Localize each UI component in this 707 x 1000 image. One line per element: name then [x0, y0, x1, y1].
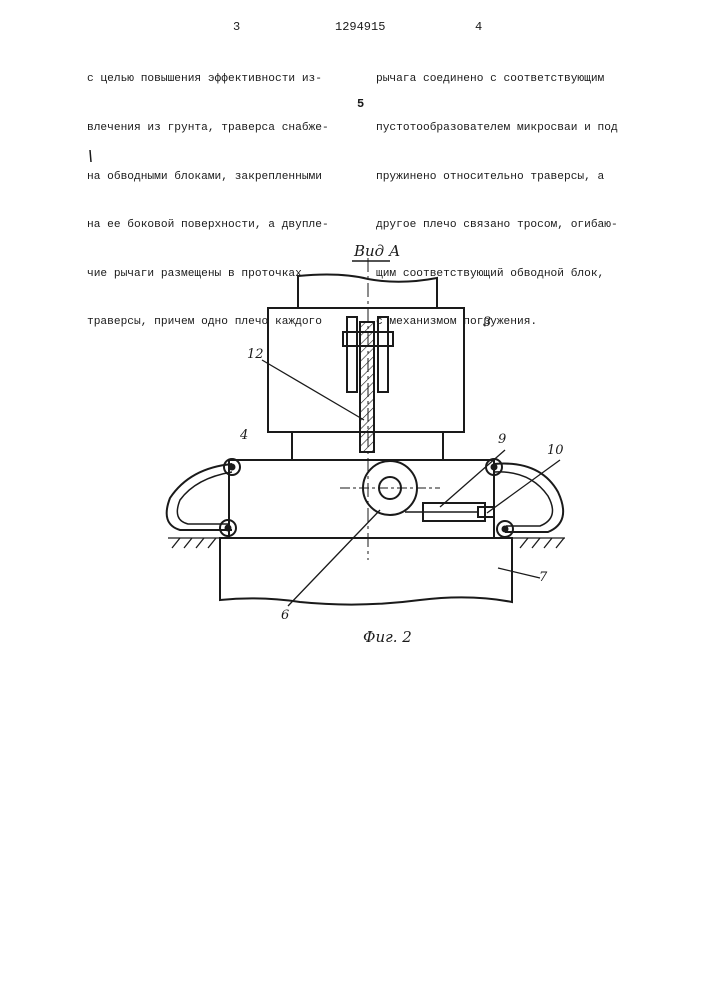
- ground-left: [168, 538, 232, 548]
- callout-12: 12: [247, 347, 264, 362]
- callout-3: 3: [483, 315, 491, 330]
- pulley-plate-left: [347, 317, 357, 392]
- callout-6: 6: [281, 608, 289, 623]
- pulley-plate-right: [378, 317, 388, 392]
- figure-caption: Фиг. 2: [363, 628, 412, 646]
- leader-12: [262, 360, 364, 420]
- leader-7: [498, 568, 540, 578]
- rod-12: [360, 322, 374, 452]
- callout-10: 10: [547, 443, 564, 458]
- leader-10: [487, 460, 560, 513]
- leader-9: [440, 450, 505, 507]
- beam-4: [229, 460, 494, 538]
- ground-right: [500, 538, 565, 548]
- stray-mark: [90, 150, 91, 162]
- roller-6: [363, 461, 417, 515]
- base-7: [220, 538, 512, 605]
- callout-4: 4: [240, 428, 248, 443]
- view-label: Вид А: [354, 242, 400, 260]
- leader-6: [288, 510, 380, 606]
- callout-7: 7: [539, 570, 547, 585]
- callout-9: 9: [498, 432, 506, 447]
